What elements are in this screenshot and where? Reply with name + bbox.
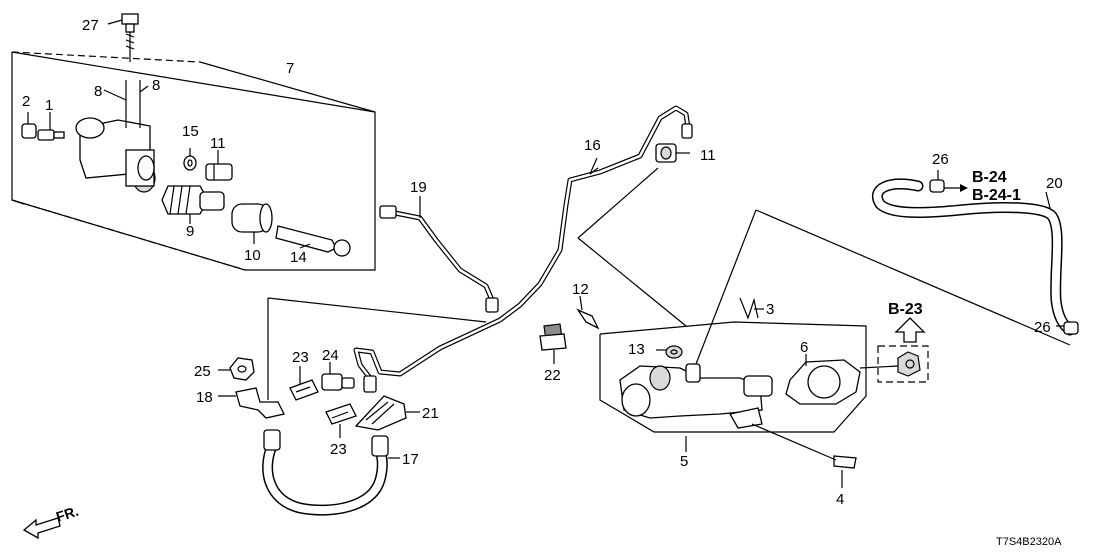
clip-23-bottom bbox=[325, 403, 357, 425]
assembly-5-frame bbox=[599, 321, 867, 433]
clamp-26-top bbox=[929, 170, 945, 193]
boot-9 bbox=[161, 185, 225, 215]
label-7: 7 bbox=[286, 60, 294, 77]
pipe-16 bbox=[353, 105, 693, 393]
label-11-left: 11 bbox=[210, 135, 226, 152]
label-21: 21 bbox=[422, 405, 439, 422]
gasket-6 bbox=[785, 359, 861, 405]
label-9: 9 bbox=[186, 223, 194, 240]
washer-13 bbox=[665, 345, 683, 359]
boot-10 bbox=[231, 203, 273, 233]
diagram-code: T7S4B2320A bbox=[996, 536, 1062, 548]
reference-b24: B-24 bbox=[972, 169, 1007, 186]
pushrod-14 bbox=[275, 225, 351, 257]
slave-cylinder bbox=[75, 80, 156, 193]
clip-22 bbox=[539, 323, 567, 351]
bleeder-1 bbox=[37, 112, 65, 141]
label-2: 2 bbox=[22, 93, 30, 110]
leader-hose-20 bbox=[755, 209, 1071, 346]
label-10: 10 bbox=[244, 247, 261, 264]
front-direction-label: FR. bbox=[54, 503, 80, 525]
label-17: 17 bbox=[402, 451, 419, 468]
label-14: 14 bbox=[290, 249, 307, 266]
leader-master-a bbox=[577, 237, 687, 327]
label-20: 20 bbox=[1046, 175, 1063, 192]
fitting-24 bbox=[321, 373, 355, 391]
pin-4 bbox=[751, 423, 857, 469]
label-26-top: 26 bbox=[932, 151, 949, 168]
hose-20 bbox=[872, 178, 1076, 336]
union-11-left bbox=[205, 163, 233, 181]
bracket-18 bbox=[218, 387, 285, 419]
hose-17 bbox=[262, 429, 389, 516]
label-24: 24 bbox=[322, 347, 339, 364]
label-3: 3 bbox=[766, 301, 774, 318]
clip-12 bbox=[576, 308, 600, 330]
callout-leaders bbox=[103, 85, 1064, 488]
label-22: 22 bbox=[544, 367, 561, 384]
reference-b24-1: B-24-1 bbox=[972, 187, 1021, 204]
label-23-top: 23 bbox=[292, 349, 309, 366]
master-cylinder bbox=[619, 363, 773, 429]
label-8-right: 8 bbox=[152, 77, 160, 94]
clip-23-top bbox=[289, 379, 319, 401]
label-6: 6 bbox=[800, 339, 808, 356]
label-26-bottom: 26 bbox=[1034, 319, 1051, 336]
label-23-bottom: 23 bbox=[330, 441, 347, 458]
label-18: 18 bbox=[196, 389, 213, 406]
label-12: 12 bbox=[572, 281, 589, 298]
union-11-right bbox=[655, 143, 690, 163]
bolt-27 bbox=[107, 13, 139, 62]
bracket-frame bbox=[267, 297, 487, 400]
arrow-b23 bbox=[894, 317, 926, 343]
label-1: 1 bbox=[45, 97, 53, 114]
label-19: 19 bbox=[410, 179, 427, 196]
label-5: 5 bbox=[680, 453, 688, 470]
leader-11-master bbox=[577, 167, 659, 239]
label-27: 27 bbox=[82, 17, 99, 34]
washer-15 bbox=[183, 155, 197, 171]
fitting-2 bbox=[21, 112, 37, 139]
label-11-right: 11 bbox=[700, 147, 716, 164]
label-16: 16 bbox=[584, 137, 601, 154]
label-8-left: 8 bbox=[94, 83, 102, 100]
nut-25 bbox=[229, 357, 255, 381]
leader-master-b bbox=[695, 209, 757, 365]
reference-b23: B-23 bbox=[888, 301, 923, 318]
callout-numbers: 27 7 8 8 2 1 15 11 9 10 14 19 16 11 12 3… bbox=[22, 17, 1063, 508]
label-15: 15 bbox=[182, 123, 199, 140]
pin-3 bbox=[739, 297, 759, 320]
front-direction-arrow bbox=[22, 517, 61, 540]
label-13: 13 bbox=[628, 341, 645, 358]
label-25: 25 bbox=[194, 363, 211, 380]
assembly-7-frame bbox=[11, 51, 376, 271]
nut-b23 bbox=[859, 345, 929, 383]
clamp-26-bottom bbox=[1063, 321, 1079, 335]
label-4: 4 bbox=[836, 491, 844, 508]
arrow-b24 bbox=[944, 184, 968, 192]
bracket-21 bbox=[354, 395, 407, 431]
pipe-19 bbox=[379, 196, 499, 313]
